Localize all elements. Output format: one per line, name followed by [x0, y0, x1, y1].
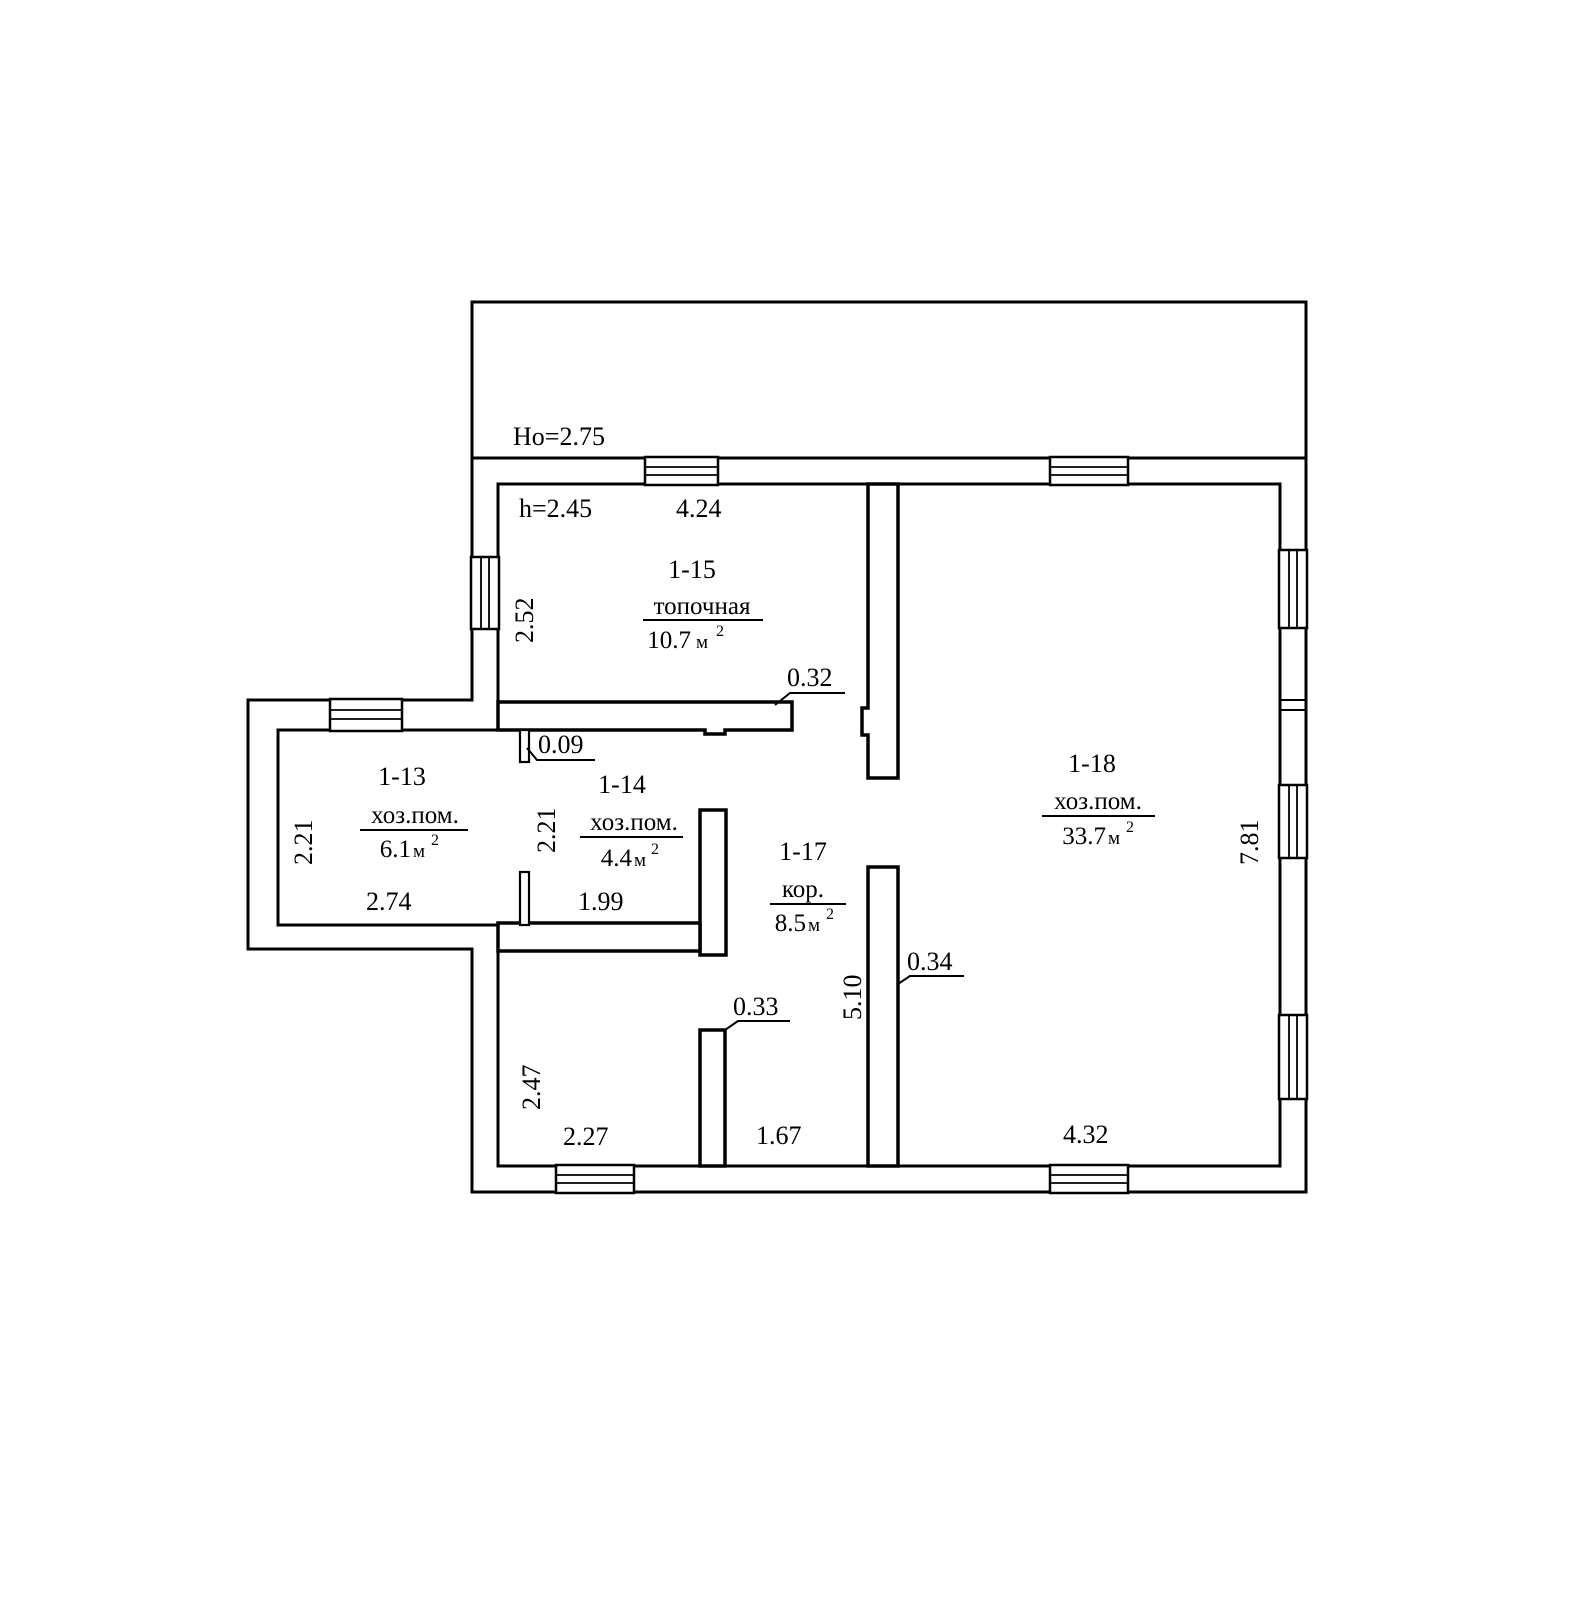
- window-right-2: [1277, 783, 1309, 860]
- svg-text:1-14: 1-14: [598, 770, 646, 799]
- svg-text:10.7: 10.7: [647, 627, 691, 654]
- svg-text:м: м: [1108, 828, 1120, 849]
- room-1-14: 1-14 хоз.пом. 4.4 м 2: [580, 770, 683, 872]
- svg-text:м: м: [634, 850, 646, 871]
- svg-text:4.32: 4.32: [1063, 1120, 1109, 1149]
- svg-text:хоз.пом.: хоз.пом.: [1054, 788, 1142, 815]
- window-bottom-2: [1048, 1163, 1130, 1195]
- outer-height-label: Hо=2.75: [513, 422, 605, 451]
- svg-text:1-15: 1-15: [668, 555, 716, 584]
- svg-text:1-13: 1-13: [378, 762, 426, 791]
- svg-text:2.47: 2.47: [517, 1065, 546, 1111]
- svg-text:7.81: 7.81: [1235, 820, 1264, 866]
- svg-text:6.1: 6.1: [380, 836, 411, 863]
- svg-text:2: 2: [431, 832, 439, 849]
- window-right-3: [1277, 1013, 1309, 1101]
- svg-text:2.52: 2.52: [510, 598, 539, 644]
- room-1-13: 1-13 хоз.пом. 6.1 м 2: [360, 762, 468, 863]
- svg-text:0.32: 0.32: [787, 663, 833, 692]
- svg-text:4.4: 4.4: [601, 845, 633, 872]
- room-1-18: 1-18 хоз.пом. 33.7 м 2: [1042, 749, 1155, 850]
- svg-text:1-17: 1-17: [779, 837, 827, 866]
- window-top-2: [1048, 455, 1130, 487]
- svg-text:м: м: [413, 841, 425, 862]
- svg-text:2.21: 2.21: [289, 820, 318, 866]
- interior-walls: [496, 482, 900, 1168]
- svg-text:2.74: 2.74: [366, 887, 412, 916]
- svg-text:1.67: 1.67: [756, 1121, 802, 1150]
- svg-text:2: 2: [716, 623, 724, 640]
- leader-lines: [526, 692, 964, 1031]
- svg-text:8.5: 8.5: [775, 910, 806, 937]
- windows: [328, 455, 1309, 1195]
- svg-text:1-18: 1-18: [1068, 749, 1116, 778]
- svg-text:0.09: 0.09: [538, 730, 584, 759]
- svg-text:33.7: 33.7: [1062, 823, 1106, 850]
- svg-text:2.21: 2.21: [532, 808, 561, 854]
- svg-text:2: 2: [1126, 819, 1134, 836]
- svg-text:кор.: кор.: [782, 876, 824, 903]
- svg-text:хоз.пом.: хоз.пом.: [590, 809, 678, 836]
- window-left-upper: [469, 555, 501, 631]
- inner-height-label: h=2.45: [519, 494, 592, 523]
- dimension-labels: 4.24 2.52 0.32 0.09 2.21 2.21 2.74 1.99 …: [289, 494, 1264, 1151]
- window-right-1: [1277, 548, 1309, 630]
- svg-text:2: 2: [651, 841, 659, 858]
- room-1-17: 1-17 кор. 8.5 м 2: [770, 837, 846, 937]
- svg-text:м: м: [696, 632, 708, 653]
- svg-text:топочная: топочная: [654, 593, 751, 620]
- svg-text:2.27: 2.27: [563, 1122, 609, 1151]
- window-bottom-1: [554, 1163, 636, 1195]
- window-room-1-13: [328, 697, 404, 733]
- svg-text:м: м: [808, 915, 820, 936]
- svg-text:5.10: 5.10: [838, 975, 867, 1021]
- svg-text:1.99: 1.99: [578, 887, 624, 916]
- svg-text:4.24: 4.24: [676, 494, 722, 523]
- room-1-15: 1-15 топочная 10.7 м 2: [643, 555, 763, 654]
- window-top-1: [643, 455, 720, 487]
- svg-text:хоз.пом.: хоз.пом.: [371, 802, 459, 829]
- svg-text:0.34: 0.34: [907, 947, 953, 976]
- svg-text:0.33: 0.33: [733, 992, 779, 1021]
- svg-text:2: 2: [826, 906, 834, 923]
